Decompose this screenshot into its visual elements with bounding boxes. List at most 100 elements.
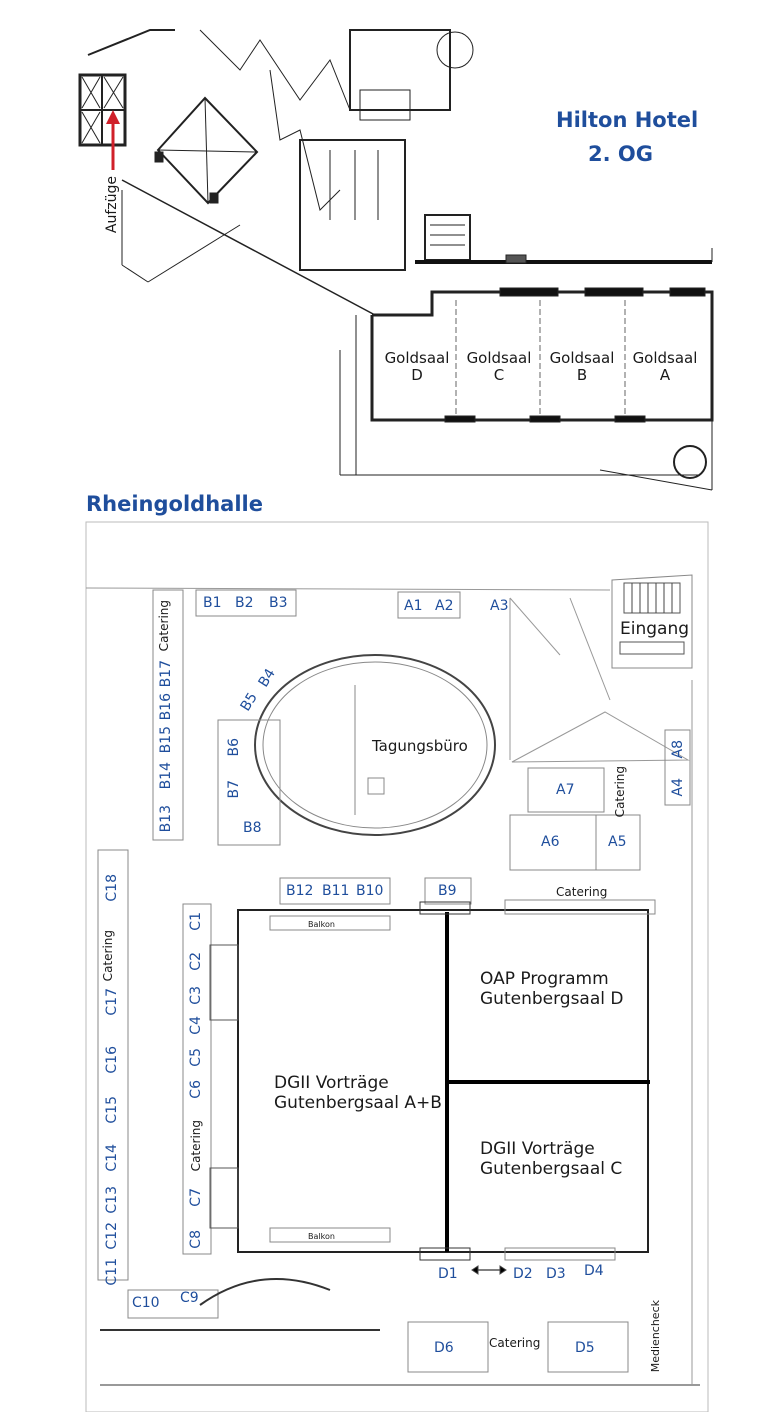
booth-d5: D5: [575, 1340, 595, 1356]
goldsaal-a-name: Goldsaal: [632, 349, 698, 367]
entrance-staircase: [611, 574, 693, 669]
booth-c10: C10: [132, 1295, 160, 1311]
booth-box-a8-a4: [664, 729, 691, 806]
room-c-line2: Gutenbergsaal C: [480, 1158, 623, 1179]
goldsaal-c-name: Goldsaal: [466, 349, 532, 367]
elevators-label: Aufzüge: [104, 176, 120, 234]
goldsaal-outline: [370, 290, 714, 422]
catering-label: Catering: [489, 1336, 541, 1350]
booth-b2: B2: [235, 595, 254, 611]
booth-c6: C6: [188, 1080, 204, 1099]
catering-label: Catering: [189, 1120, 203, 1172]
booth-b7: B7: [226, 780, 242, 799]
booth-c1: C1: [188, 912, 204, 931]
tagungsbuero-ring: [254, 654, 496, 836]
catering-label: Catering: [613, 766, 627, 818]
mediencheck-label: Mediencheck: [649, 1300, 662, 1373]
booth-c9: C9: [180, 1290, 199, 1306]
entrance-label: Eingang: [620, 619, 690, 639]
booth-c5: C5: [188, 1048, 204, 1067]
catering-label: Catering: [556, 885, 608, 899]
booth-c2: C2: [188, 952, 204, 971]
booth-b11: B11: [322, 883, 350, 899]
hall-title: Rheingoldhalle: [86, 492, 263, 516]
booth-a7: A7: [556, 782, 575, 798]
booth-b14: B14: [158, 762, 174, 790]
booth-c12: C12: [104, 1222, 120, 1250]
booth-d2: D2: [513, 1266, 533, 1282]
booth-c14: C14: [104, 1144, 120, 1172]
booth-box-b13-b17: [152, 589, 184, 841]
hotel-name: Hilton Hotel: [556, 108, 699, 132]
restroom-block: [299, 139, 406, 271]
booth-box-c10-c9: [127, 1289, 219, 1319]
booth-box-a1-a2: [397, 591, 461, 619]
booth-b13: B13: [158, 805, 174, 833]
booth-b16: B16: [158, 693, 174, 721]
booth-c8: C8: [188, 1230, 204, 1249]
room-d-line1: OAP Programm: [480, 969, 609, 989]
booth-c3: C3: [188, 986, 204, 1005]
goldsaal-d-letter: D: [411, 366, 423, 385]
room-d-line2: Gutenbergsaal D: [480, 988, 624, 1009]
staircase: [424, 214, 471, 261]
balkon-label: Balkon: [308, 1232, 335, 1241]
booth-d6: D6: [434, 1340, 454, 1356]
goldsaal-d-name: Goldsaal: [384, 349, 450, 367]
room-c-line1: DGII Vorträge: [480, 1139, 595, 1159]
booth-d4: D4: [584, 1263, 604, 1279]
booth-a1: A1: [404, 598, 423, 614]
booth-box-a6-a5: [509, 814, 641, 871]
office-label: Tagungsbüro: [372, 737, 468, 755]
booth-a6: A6: [541, 834, 560, 850]
booth-a4: A4: [670, 778, 686, 797]
booth-b17: B17: [158, 660, 174, 688]
goldsaal-c-letter: C: [493, 366, 505, 385]
booth-column-c11-c18: [97, 849, 129, 1281]
booth-b10: B10: [356, 883, 384, 899]
goldsaal-b-letter: B: [576, 366, 588, 385]
booth-a5: A5: [608, 834, 627, 850]
booth-b8: B8: [243, 820, 262, 836]
booth-c17: C17: [104, 988, 120, 1016]
booth-box-b1-b3: [195, 589, 297, 617]
hotel-plan: [78, 29, 714, 491]
booth-b3: B3: [269, 595, 288, 611]
booth-box-b6-b8: [217, 719, 281, 846]
hall-outline: [85, 521, 709, 1412]
booth-box-d5: [547, 1321, 629, 1373]
booth-b1: B1: [203, 595, 222, 611]
booth-c16: C16: [104, 1046, 120, 1074]
room-ab-line1: DGII Vorträge: [274, 1073, 389, 1093]
booth-b6: B6: [226, 738, 242, 757]
hall-plan: [85, 521, 709, 1412]
room-ab-line2: Gutenbergsaal A+B: [274, 1092, 442, 1113]
booth-box-d6: [407, 1321, 489, 1373]
booth-b12: B12: [286, 883, 314, 899]
booth-a2: A2: [435, 598, 454, 614]
booth-c4: C4: [188, 1016, 204, 1035]
catering-label: Catering: [101, 930, 115, 982]
goldsaal-a-letter: A: [659, 366, 671, 385]
booth-a3: A3: [490, 598, 509, 614]
booth-d1: D1: [438, 1266, 458, 1282]
booth-d3: D3: [546, 1266, 566, 1282]
booth-b15: B15: [158, 726, 174, 754]
booth-box-a7: [527, 767, 605, 813]
booth-c13: C13: [104, 1186, 120, 1214]
booth-a8: A8: [670, 740, 686, 759]
balkon-label: Balkon: [308, 920, 335, 929]
booth-c7: C7: [188, 1188, 204, 1207]
booth-b9: B9: [438, 883, 457, 899]
booth-c18: C18: [104, 874, 120, 902]
hotel-floor: 2. OG: [588, 142, 653, 166]
booth-column-c1-c8: [182, 903, 212, 1255]
